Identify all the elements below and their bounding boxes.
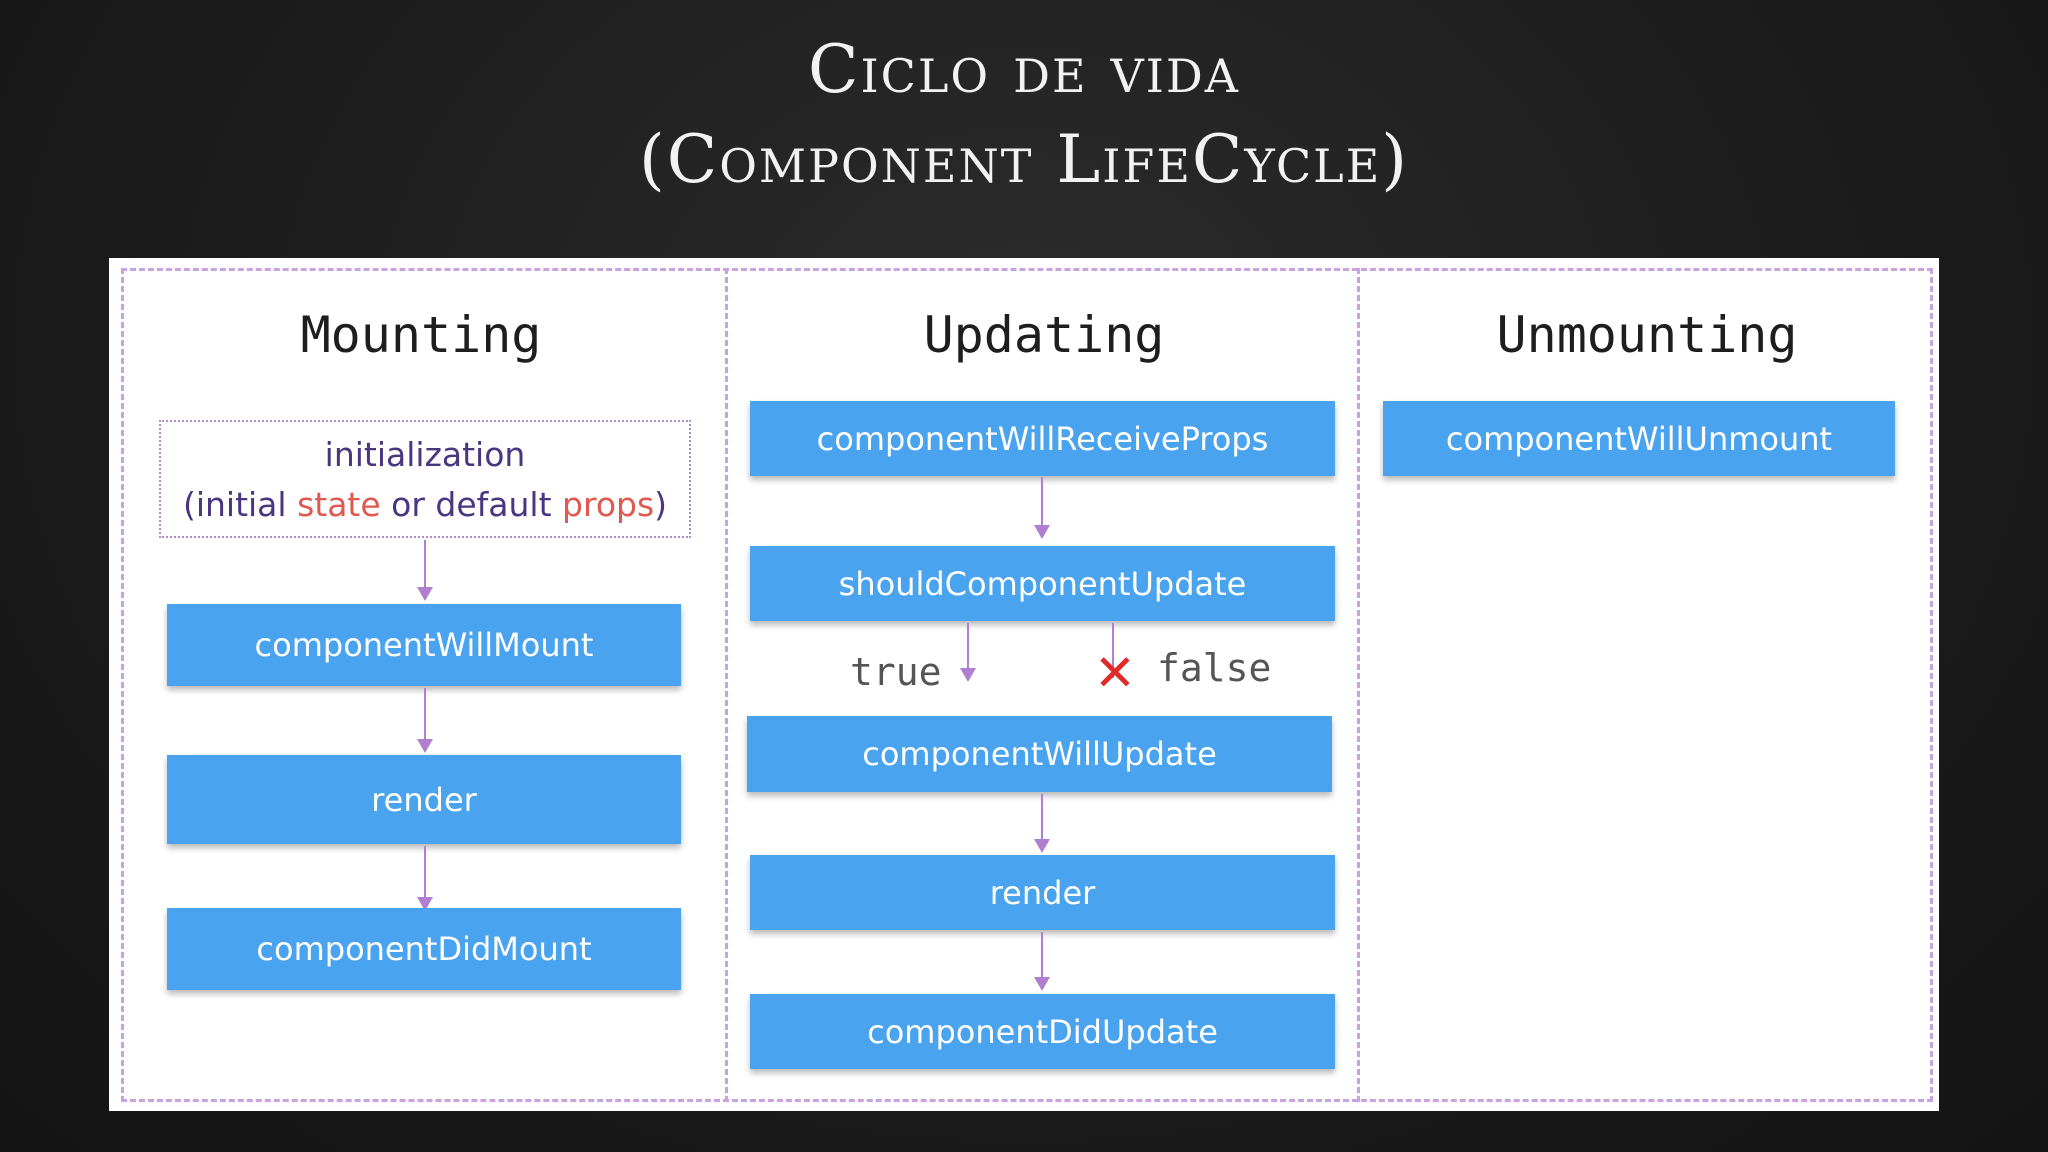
flow-arrow — [1034, 932, 1050, 991]
props-keyword: props — [562, 485, 655, 524]
slide-title-line-2: (Component LifeCycle) — [638, 121, 1410, 198]
flow-arrow — [417, 846, 433, 911]
component-did-mount-box: componentDidMount — [167, 908, 681, 990]
column-divider — [1357, 268, 1360, 1102]
initialization-box: initialization (initial state or default… — [159, 420, 691, 538]
updating-render-box: render — [750, 855, 1335, 930]
initialization-detail: (initial state or default props) — [182, 485, 668, 524]
should-component-update-box: shouldComponentUpdate — [750, 546, 1335, 621]
state-keyword: state — [297, 485, 381, 524]
component-will-mount-box: componentWillMount — [167, 604, 681, 686]
lifecycle-diagram-panel: Mounting initialization (initial state o… — [109, 258, 1939, 1111]
x-mark-icon: ✕ — [1094, 644, 1136, 702]
component-did-update-box: componentDidUpdate — [750, 994, 1335, 1069]
slide-title-line-1: Ciclo de vida — [807, 31, 1241, 108]
unmounting-heading: Unmounting — [1496, 306, 1798, 364]
false-branch-line — [1112, 623, 1114, 678]
true-label: true — [850, 650, 942, 694]
flow-arrow — [417, 540, 433, 601]
outer-dashed-frame — [121, 268, 1933, 1102]
updating-heading: Updating — [923, 306, 1165, 364]
component-will-receive-props-box: componentWillReceiveProps — [750, 401, 1335, 476]
flow-arrow — [417, 688, 433, 753]
component-will-update-box: componentWillUpdate — [747, 716, 1332, 792]
initialization-label: initialization — [324, 435, 526, 474]
flow-arrow — [1034, 794, 1050, 853]
mounting-heading: Mounting — [300, 306, 542, 364]
false-label: false — [1157, 646, 1272, 690]
column-divider — [725, 268, 728, 1102]
true-branch-arrow — [960, 623, 976, 682]
mounting-render-box: render — [167, 755, 681, 844]
component-will-unmount-box: componentWillUnmount — [1383, 401, 1895, 476]
flow-arrow — [1034, 477, 1050, 539]
